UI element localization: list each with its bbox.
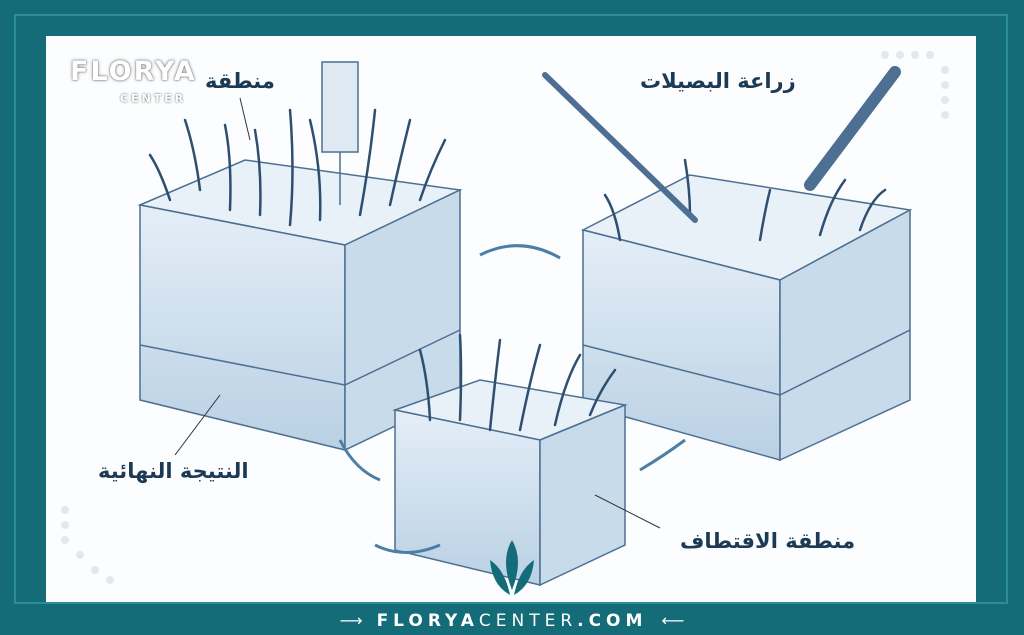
footer-bar: ⟶ FLORYACENTER.COM ⟵ — [0, 606, 1024, 635]
arrow-right-icon: ⟶ — [339, 611, 363, 630]
outer-frame — [14, 14, 1008, 604]
decor-dots — [61, 51, 949, 584]
footer-site-tld: .COM — [577, 610, 648, 631]
arrow-left-icon: ⟵ — [661, 611, 685, 630]
recipient-area-label: منطقة — [205, 69, 275, 93]
extraction-area-label: منطقة الاقتطاف — [680, 529, 856, 553]
final-result-label: النتيجة النهائية — [98, 459, 249, 483]
tweezers-icon — [542, 72, 698, 223]
skin-block-bottom — [392, 379, 628, 587]
florya-leaf-logo — [490, 540, 534, 595]
hairs — [148, 108, 887, 432]
footer-site-light: CENTER — [478, 610, 578, 631]
skin-block-left — [137, 159, 463, 452]
graft-implantation-label: زراعة البصيلات — [640, 69, 796, 93]
implanter-pen-right-icon — [804, 66, 901, 191]
florya-logo-sub: CENTER — [120, 92, 187, 105]
implanter-pen-icon — [321, 61, 359, 205]
skin-block-right — [580, 174, 913, 462]
florya-logo: FLORYA — [70, 56, 197, 87]
leader-lines — [174, 97, 661, 529]
footer-site-bold: FLORYA — [376, 610, 479, 631]
process-arrows — [338, 244, 686, 554]
footer-website[interactable]: FLORYACENTER.COM — [377, 611, 648, 631]
